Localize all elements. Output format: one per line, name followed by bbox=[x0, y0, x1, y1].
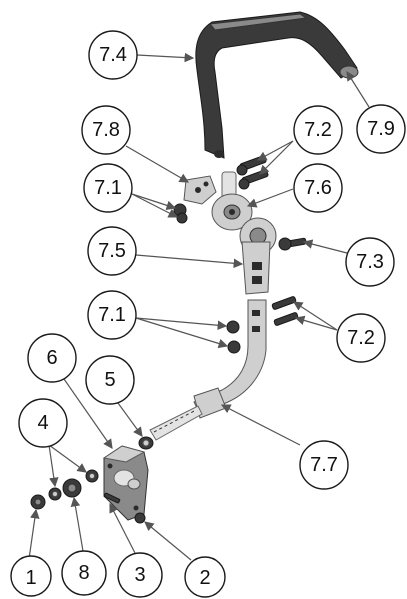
disc-hub-part bbox=[211, 171, 253, 231]
callout-3: 3 bbox=[117, 552, 163, 598]
callout-7-3: 7.3 bbox=[345, 237, 395, 287]
callout-7-4: 7.4 bbox=[88, 30, 138, 80]
callout-5-label: 5 bbox=[104, 369, 115, 391]
screw-3-part bbox=[103, 492, 121, 504]
leader-lines bbox=[28, 52, 370, 561]
small-bracket-part bbox=[183, 175, 217, 205]
callout-4: 4 bbox=[18, 398, 68, 448]
callout-3-label: 3 bbox=[134, 564, 145, 586]
callout-7-9: 7.9 bbox=[356, 104, 406, 154]
nuts-lower-part bbox=[226, 320, 241, 354]
callout-7-8: 7.8 bbox=[81, 105, 131, 155]
callout-7-1-lower-label: 7.1 bbox=[98, 304, 126, 326]
callout-7-8-label: 7.8 bbox=[92, 119, 120, 141]
callout-7-3-label: 7.3 bbox=[356, 251, 384, 273]
callout-7-2-upper-label: 7.2 bbox=[304, 119, 332, 141]
callout-6: 6 bbox=[27, 333, 77, 383]
callout-5: 5 bbox=[85, 355, 135, 405]
callout-4-label: 4 bbox=[37, 412, 48, 434]
callout-7-2-lower-label: 7.2 bbox=[347, 327, 375, 349]
callout-7-6-label: 7.6 bbox=[304, 177, 332, 199]
callout-7-7-label: 7.7 bbox=[310, 454, 338, 476]
washers-4-part bbox=[48, 469, 99, 501]
washer-5-part bbox=[138, 436, 154, 450]
middle-bracket-part bbox=[239, 217, 277, 295]
mounting-block-part bbox=[102, 445, 149, 521]
callout-7-7: 7.7 bbox=[299, 440, 349, 490]
callout-6-label: 6 bbox=[46, 347, 57, 369]
nut-upper-part bbox=[173, 203, 188, 224]
callout-2-label: 2 bbox=[199, 567, 210, 589]
spacer-8-part bbox=[62, 478, 82, 498]
callout-1: 1 bbox=[10, 555, 52, 597]
bolts-lower-part bbox=[271, 296, 299, 326]
callout-7-6: 7.6 bbox=[293, 163, 343, 213]
callout-7-5-label: 7.5 bbox=[98, 240, 126, 262]
bolts-upper-part bbox=[236, 155, 269, 190]
callout-7-9-label: 7.9 bbox=[367, 118, 395, 140]
callout-7-2-lower: 7.2 bbox=[336, 313, 386, 363]
callout-1-label: 1 bbox=[25, 567, 36, 589]
bolt-1-part bbox=[30, 494, 46, 510]
nut-2-part bbox=[134, 512, 146, 524]
callout-2: 2 bbox=[184, 556, 226, 598]
handle-bar-part bbox=[195, 11, 359, 159]
callout-7-1-lower: 7.1 bbox=[87, 290, 137, 340]
callout-7-5: 7.5 bbox=[87, 226, 137, 276]
callout-7-1-upper-label: 7.1 bbox=[94, 177, 122, 199]
callout-8: 8 bbox=[61, 550, 107, 596]
bolt-73-part bbox=[278, 237, 307, 251]
callout-7-4-label: 7.4 bbox=[99, 44, 127, 66]
callout-8-label: 8 bbox=[78, 562, 89, 584]
callout-7-2-upper: 7.2 bbox=[293, 105, 343, 155]
curved-arm-part bbox=[149, 299, 267, 441]
callout-7-1-upper: 7.1 bbox=[83, 163, 133, 213]
